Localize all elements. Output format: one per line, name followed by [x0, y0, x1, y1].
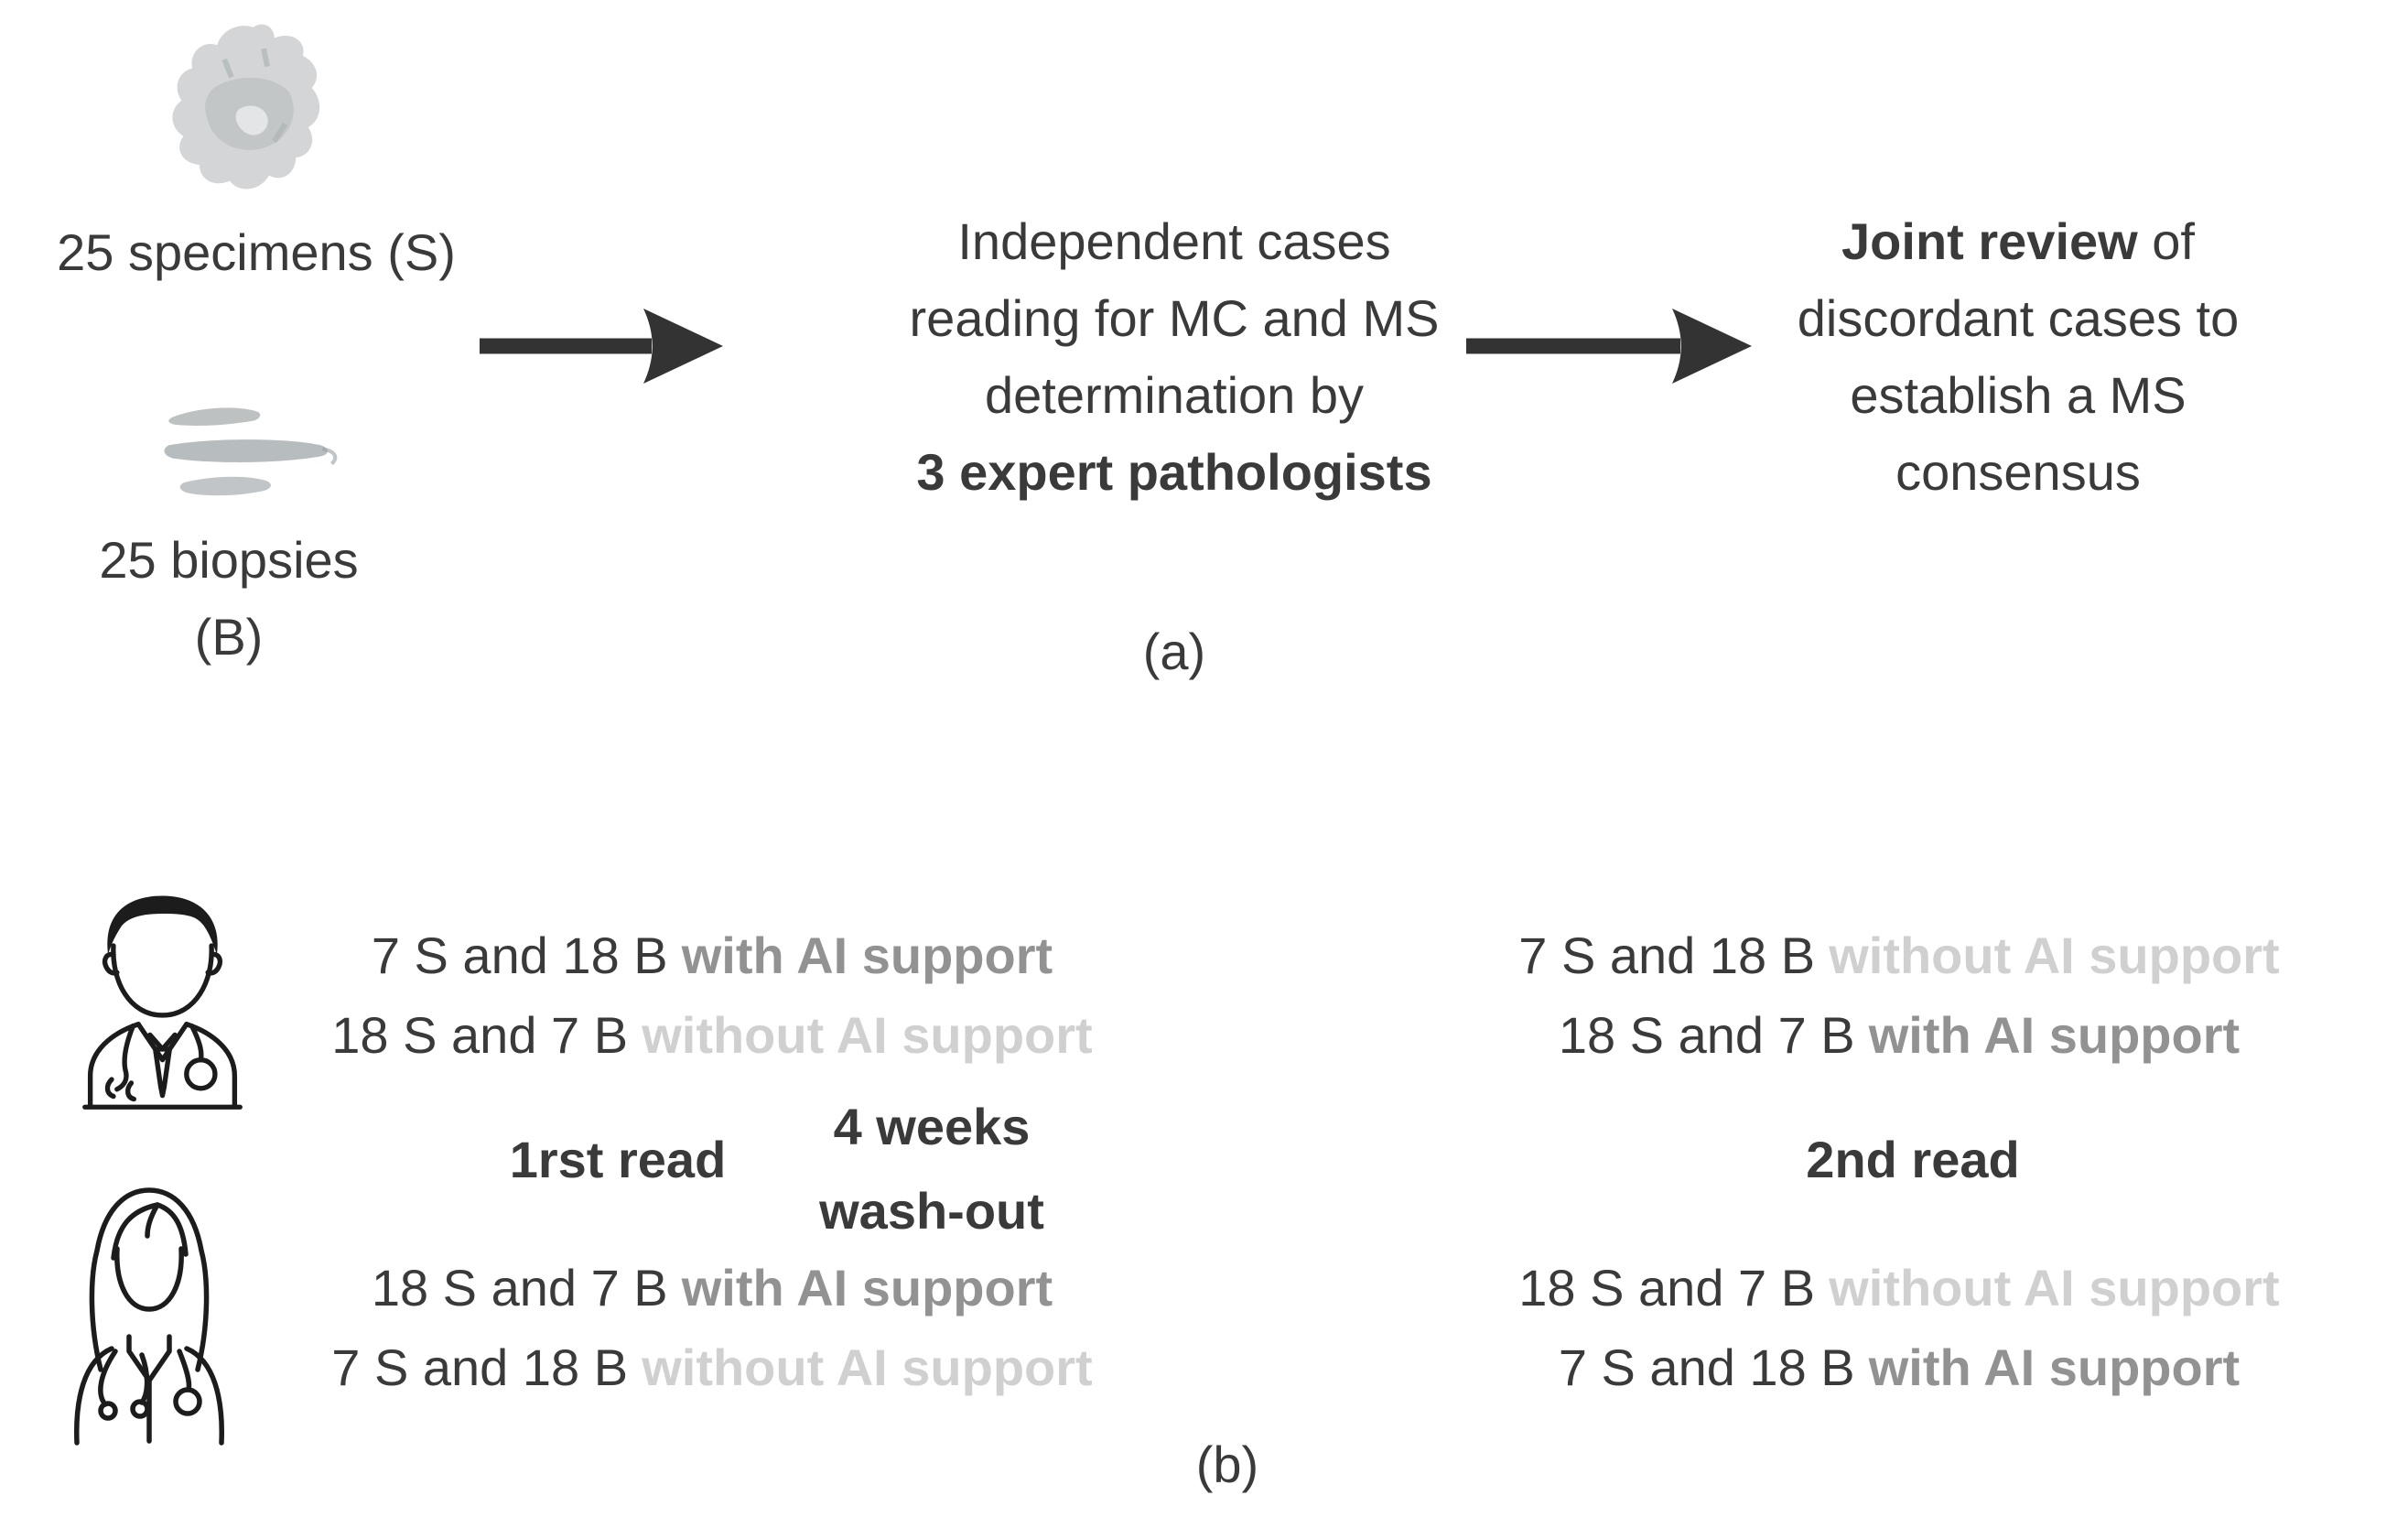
- ai-support-label: without AI support: [642, 1006, 1093, 1064]
- case-count: 7 S and 18 B: [371, 926, 668, 984]
- washout-line1: 4 weeks: [833, 1098, 1031, 1155]
- case-count: 18 S and 7 B: [1558, 1006, 1855, 1064]
- reading-step-text: Independent cases reading for MC and MS …: [717, 203, 1632, 511]
- ai-support-label: without AI support: [642, 1338, 1093, 1396]
- reading-step-line4: 3 expert pathologists: [916, 443, 1432, 501]
- case-count: 18 S and 7 B: [331, 1006, 629, 1064]
- case-count: 7 S and 18 B: [1558, 1338, 1855, 1396]
- reading-step-line3: determination by: [984, 366, 1364, 424]
- specimens-caption: 25 specimens (S): [57, 223, 456, 281]
- biopsies-caption-line1: 25 biopsies: [99, 531, 359, 589]
- washout-line2: wash-out: [819, 1182, 1044, 1240]
- review-step-line2: discordant cases to: [1797, 289, 2240, 347]
- ai-support-label: without AI support: [1829, 1259, 2280, 1317]
- case-count: 7 S and 18 B: [331, 1338, 629, 1396]
- female-doctor-icon: [74, 1187, 224, 1446]
- reading-step-line1: Independent cases: [957, 212, 1391, 270]
- male-doctor-icon: [82, 895, 243, 1110]
- panel-b-label: (b): [1195, 1436, 1259, 1493]
- washout-block: 4 weeks wash-out: [749, 1085, 1115, 1253]
- case-count: 18 S and 7 B: [371, 1259, 668, 1317]
- review-step-line1: Joint review of: [1560, 203, 2408, 280]
- case-count: 18 S and 7 B: [1518, 1259, 1816, 1317]
- ai-support-label: with AI support: [681, 1259, 1053, 1317]
- panel-a-label: (a): [1142, 623, 1206, 680]
- review-step-text: Joint review of discordant cases to esta…: [1560, 203, 2408, 511]
- case-count: 7 S and 18 B: [1518, 926, 1816, 984]
- ai-support-label: without AI support: [1829, 926, 2280, 984]
- review-step-line1-bold: Joint review: [1841, 212, 2138, 270]
- biopsies-caption: 25 biopsies (B): [27, 522, 430, 676]
- ai-support-label: with AI support: [681, 926, 1053, 984]
- ai-support-label: with AI support: [1868, 1338, 2241, 1396]
- review-step-line4: consensus: [1895, 443, 2141, 501]
- review-step-line3: establish a MS: [1850, 366, 2187, 424]
- flow-arrow-2-icon: [1466, 309, 1752, 384]
- first-read-title: 1rst read: [509, 1131, 727, 1188]
- flow-arrow-1-icon: [480, 309, 723, 384]
- second-read-title: 2nd read: [1806, 1131, 2020, 1188]
- reading-step-line2: reading for MC and MS: [909, 289, 1440, 347]
- ai-support-label: with AI support: [1868, 1006, 2241, 1064]
- specimen-tissue-image: [172, 24, 320, 190]
- biopsies-caption-line2: (B): [194, 608, 264, 666]
- biopsy-strips-image: [164, 407, 338, 496]
- review-step-line1-rest: of: [2137, 212, 2195, 270]
